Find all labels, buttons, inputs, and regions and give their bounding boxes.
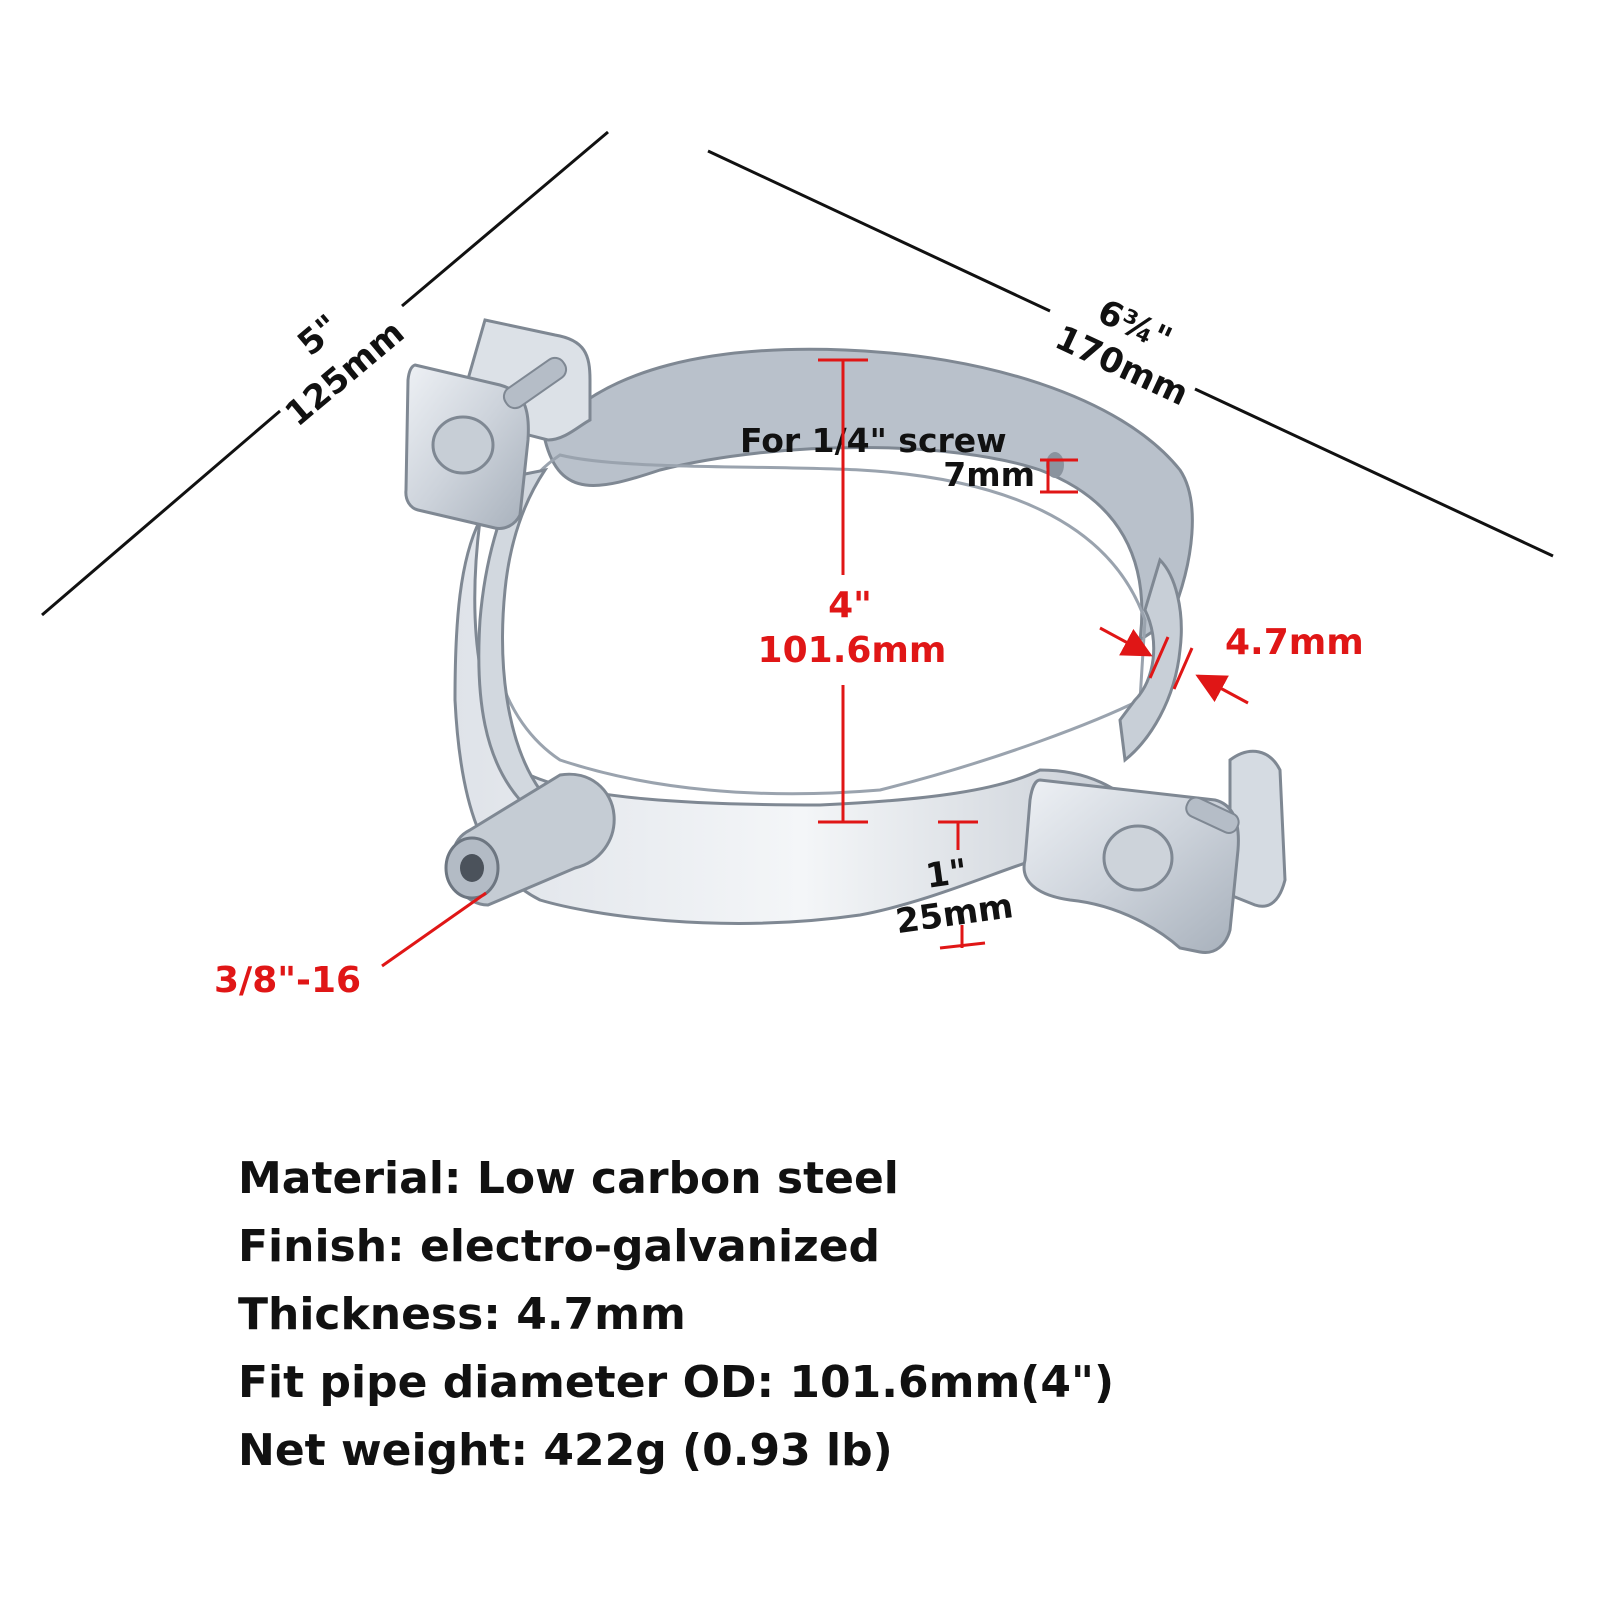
screw-note: For 1/4" screw [740, 421, 1007, 460]
band-width-inch: 1" [923, 851, 970, 896]
inner-diameter-dimension [818, 358, 868, 824]
spec-list: Material: Low carbon steel Finish: elect… [238, 1145, 1114, 1485]
thread-leader-line [381, 891, 487, 968]
width-dimension-line-right [1194, 387, 1554, 558]
hole-size-bracket [1040, 458, 1078, 494]
clamp-bottom-flange-back [1228, 749, 1287, 908]
top-bolt-shaft [502, 356, 568, 410]
spec-material: Material: Low carbon steel [238, 1153, 899, 1204]
band-width-dimension [938, 820, 986, 950]
width-dimension-line-left [707, 149, 1051, 313]
bottom-bolt-shaft [1185, 796, 1240, 834]
thickness-dimension [1099, 626, 1249, 705]
inner-diameter-inch: 4" [828, 585, 872, 626]
spec-net-weight: Net weight: 422g (0.93 lb) [238, 1425, 893, 1476]
inner-diameter-mm: 101.6mm [758, 630, 947, 671]
overall-dimensions [41, 130, 1554, 617]
top-bolt-head [431, 415, 495, 475]
thread-label: 3/8"-16 [214, 960, 361, 1001]
clamp-inner-band [488, 453, 1147, 796]
spec-thickness: Thickness: 4.7mm [238, 1289, 686, 1340]
clamp-right-side [1118, 557, 1183, 763]
depth-dimension-line-upper [401, 130, 609, 308]
hole-size-label: 7mm [943, 455, 1035, 494]
spec-finish: Finish: electro-galvanized [238, 1221, 881, 1272]
depth-dimension-line-lower [41, 409, 281, 617]
bottom-bolt-head [1102, 824, 1174, 892]
spec-pipe-diameter: Fit pipe diameter OD: 101.6mm(4") [238, 1357, 1115, 1408]
thickness-label: 4.7mm [1225, 622, 1364, 663]
threaded-nut-hole [460, 854, 484, 882]
